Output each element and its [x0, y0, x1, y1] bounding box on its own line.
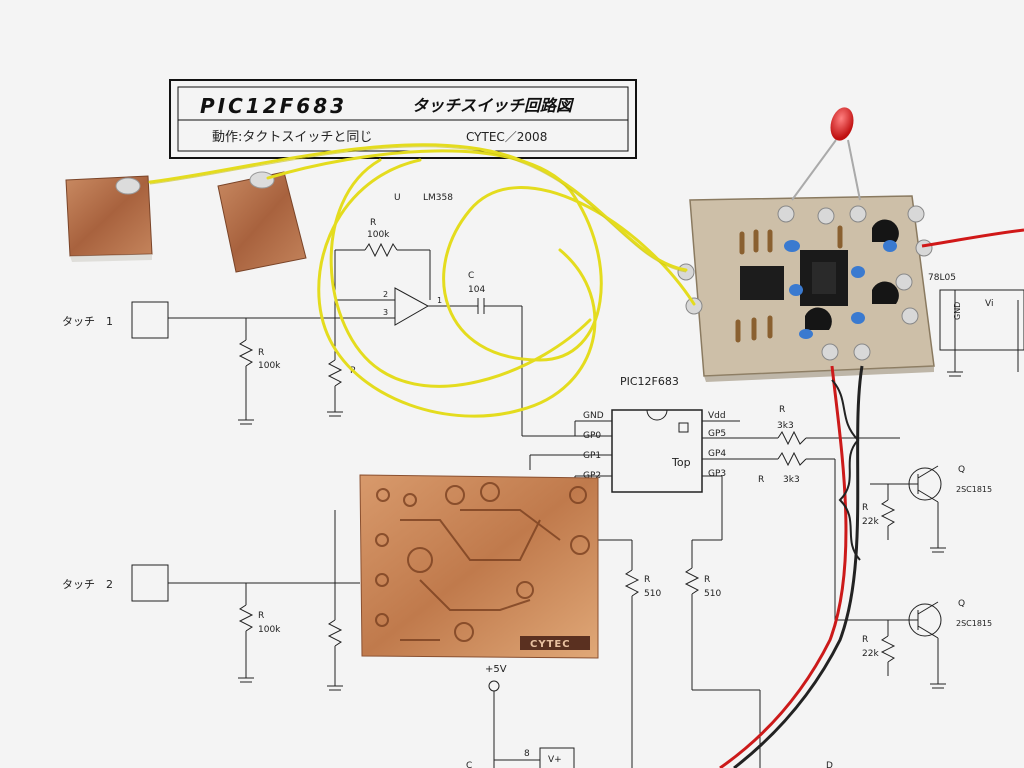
opamp-part-1: LM358: [423, 193, 453, 203]
q2-label: Q: [958, 599, 965, 609]
r510b-value: 510: [704, 589, 721, 599]
diode-label: D: [826, 761, 833, 768]
vplus-label: V+: [548, 755, 562, 765]
touch2-label: タッチ 2: [62, 578, 113, 591]
r-q2-label: R: [862, 635, 868, 645]
pin8-label: 8: [524, 749, 530, 759]
touch-pad-right: [217, 171, 307, 273]
c-label: C: [468, 271, 474, 281]
q1-label: Q: [958, 465, 965, 475]
schematic-labels: タッチ 1 タッチ 2 U LM358 R 100k C 104 2 3 1 R…: [62, 193, 993, 768]
opamp-pin1: 1: [437, 296, 442, 305]
r-feedback-label: R: [370, 218, 376, 228]
pin-gnd: GND: [583, 411, 604, 421]
transistor-2: [872, 281, 899, 304]
power-leads: [719, 228, 1024, 768]
c2-label: C: [466, 761, 472, 768]
c-value: 104: [468, 285, 485, 295]
r3-value: 100k: [258, 625, 281, 635]
title-heading: タッチスイッチ回路図: [412, 96, 575, 115]
r-q1-value: 22k: [862, 517, 879, 527]
q1-part: 2SC1815: [956, 485, 992, 494]
r-gp5-label: R: [779, 405, 785, 415]
title-credit: CYTEC／2008: [466, 130, 547, 144]
yellow-wires: [148, 143, 696, 418]
q2-part: 2SC1815: [956, 619, 992, 628]
touch-pad-left: [65, 175, 153, 262]
r-feedback-value: 100k: [367, 230, 390, 240]
title-box: PIC12F683 タッチスイッチ回路図 動作:タクトスイッチと同じ CYTEC…: [169, 79, 637, 159]
assembled-board: [677, 195, 935, 382]
touch1-label: タッチ 1: [62, 315, 113, 328]
transistor-1: [872, 219, 899, 242]
red-led: [791, 107, 861, 201]
r-q1-label: R: [862, 503, 868, 513]
pin-gp5: GP5: [708, 429, 726, 439]
opamp-u: U: [394, 193, 401, 203]
r3-label: R: [258, 611, 264, 621]
pin-gp1: GP1: [583, 451, 601, 461]
regulator-label: 78L05: [928, 273, 956, 283]
pcb-silk-text: CYTEC: [530, 639, 571, 650]
r510a-label: R: [644, 575, 650, 585]
pin-gp3: GP3: [708, 469, 726, 479]
pin-gp4: GP4: [708, 449, 726, 459]
pin-gp0: GP0: [583, 431, 601, 441]
pin-vdd: Vdd: [708, 411, 726, 421]
ic-top: Top: [671, 456, 691, 469]
pin-gp2: GP2: [583, 471, 601, 481]
r510b-label: R: [704, 575, 710, 585]
reg-vi-label: Vi: [985, 299, 993, 309]
r-gp4-label: R: [758, 475, 764, 485]
opamp-chip: [740, 266, 784, 300]
opamp-pin2: 2: [383, 290, 388, 299]
r-q2-value: 22k: [862, 649, 879, 659]
r1-label: R: [258, 348, 264, 358]
r-gp5-value: 3k3: [777, 421, 794, 431]
ic-name: PIC12F683: [620, 375, 679, 388]
etched-pcb: CYTEC: [359, 474, 599, 659]
title-part: PIC12F683: [200, 94, 347, 118]
reg-gnd-label: GND: [953, 302, 962, 320]
supply-label: +5V: [485, 664, 507, 675]
r1-value: 100k: [258, 361, 281, 371]
transistor-3: [805, 307, 832, 330]
opamp-pin3: 3: [383, 308, 388, 317]
title-subtitle: 動作:タクトスイッチと同じ: [212, 130, 372, 145]
r-gp4-value: 3k3: [783, 475, 800, 485]
r510a-value: 510: [644, 589, 661, 599]
